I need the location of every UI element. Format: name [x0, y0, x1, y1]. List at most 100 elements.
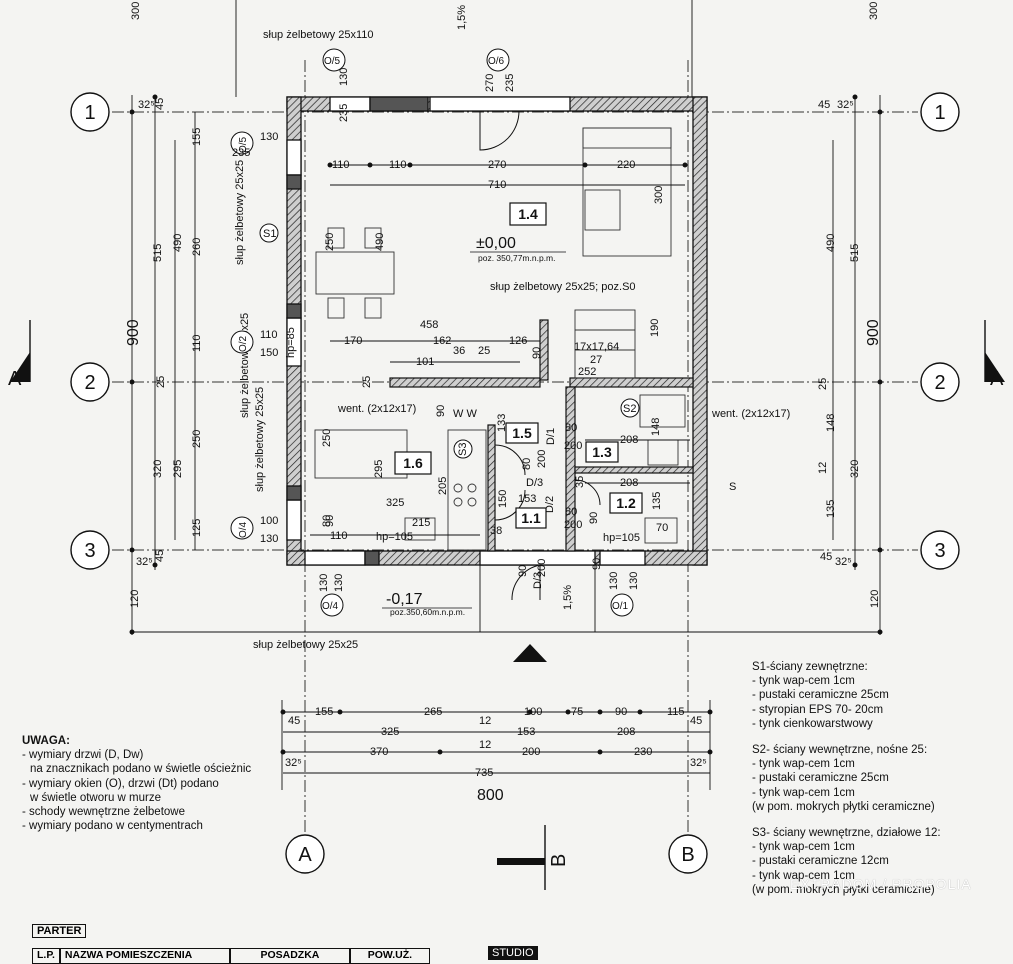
dim-in-200b: 200: [536, 450, 548, 468]
dim-right-900: 900: [865, 319, 882, 346]
label-stairs-n: 27: [590, 354, 602, 366]
dim-in-80a: 80: [565, 422, 577, 434]
label-column-mid: słup żelbetowy 25x25; poz.S0: [490, 281, 636, 293]
wall-s1-item: - tynk wap-cem 1cm: [752, 675, 855, 688]
dim-b-230: 230: [634, 746, 652, 758]
label-column-left1: słup żelbetowy 25x25: [234, 160, 246, 265]
dim-b-45: 45: [288, 715, 300, 727]
svg-text:B: B: [548, 854, 570, 867]
label-s-mark: S: [729, 481, 736, 493]
dim-in-25b: 25: [361, 376, 373, 388]
label-column-left3: słup żelbetowy 25x25: [254, 387, 266, 492]
wall-s2-item: (w pom. mokrych płytki ceramiczne): [752, 800, 935, 813]
axis-label-3-left: 3: [84, 540, 95, 562]
dim-right-490: 490: [825, 234, 837, 252]
wall-s1-item: - pustaki ceramiczne 25cm: [752, 689, 889, 702]
dim-b-735: 735: [475, 767, 493, 779]
dim-o6-h: 235: [504, 74, 516, 92]
level-marks: ±0,00 poz. 350,77m.n.p.m. -0,17 poz.350,…: [382, 235, 566, 617]
label-column-bottom: słup żelbetowy 25x25: [253, 639, 358, 651]
dim-in-80d: 80: [565, 506, 577, 518]
dim-o4a-h: 130: [260, 533, 278, 545]
dim-o2-h: 150: [260, 347, 278, 359]
dim-top-300-left: 300: [130, 2, 142, 20]
room-labels: [394, 202, 643, 529]
dim-o2-w: 110: [260, 329, 278, 341]
note-item: - wymiary podano w centymentrach: [22, 820, 203, 833]
opening-d3-inner: D/3: [526, 477, 543, 489]
dim-top-300-right: 300: [868, 2, 880, 20]
entrance-arrow-icon: [513, 644, 547, 662]
dim-b-115: 115: [667, 706, 685, 718]
label-stairs: 17x17,64: [574, 341, 619, 353]
dim-in-710: 710: [488, 179, 506, 191]
opening-d2: D/2: [544, 496, 556, 513]
dim-left-45b: 45: [154, 550, 166, 562]
wall-s2-item: - pustaki ceramiczne 25cm: [752, 772, 889, 785]
svg-text:A: A: [8, 368, 22, 390]
dim-o1-d: 90: [591, 558, 603, 570]
wall-specs: S1-ściany zewnętrzne: - tynk wap-cem 1cm…: [752, 660, 941, 897]
dim-in-490: 490: [374, 233, 386, 251]
dim-in-90a: 90: [531, 347, 543, 359]
table-col-area: POW.UŻ.: [349, 948, 430, 964]
axis-label-a: A: [298, 844, 312, 866]
wall-s3-item: - tynk wap-cem 1cm: [752, 841, 855, 854]
dim-left-110: 110: [191, 334, 203, 352]
opening-tags: [230, 48, 634, 617]
dim-b-200: 200: [522, 746, 540, 758]
dim-right-45: 45: [818, 99, 830, 111]
dim-o4b-h: 130: [333, 574, 345, 592]
notes-block: UWAGA: - wymiary drzwi (D, Dw) na znaczn…: [22, 734, 251, 833]
dim-right-135: 135: [825, 500, 837, 518]
dim-b-325: 325: [381, 726, 399, 738]
label-hp2: hp=105: [376, 531, 413, 543]
dim-b-12b: 12: [479, 739, 491, 751]
furniture: [314, 127, 686, 551]
dim-b-100: 100: [524, 706, 542, 718]
dim-in-80b: 80: [521, 458, 533, 470]
dim-o1-h: 130: [628, 572, 640, 590]
dim-in-133: 133: [496, 414, 508, 432]
dim-in-38: 38: [490, 525, 502, 537]
opening-o6: O/6: [488, 56, 505, 67]
dim-right-25: 25: [817, 378, 829, 390]
dim-left-155: 155: [191, 128, 203, 146]
room-table-title: PARTER: [32, 924, 87, 938]
dim-o1-w: 130: [608, 572, 620, 590]
dim-in-36: 36: [453, 345, 465, 357]
wall-s1-title: S1-ściany zewnętrzne:: [752, 661, 868, 673]
dim-in-35: 35: [574, 476, 586, 488]
dim-in-70: 70: [656, 522, 668, 534]
dim-left-515: 515: [152, 244, 164, 262]
opening-o1: O/1: [612, 601, 629, 612]
room-1-5: 1.5: [512, 425, 532, 441]
wall-s1-item: - styropian EPS 70- 20cm: [752, 703, 884, 716]
dim-in-110b: 110: [389, 159, 407, 171]
label-s1: S1: [263, 228, 276, 240]
dim-b-370: 370: [370, 746, 388, 758]
dim-o4b-w: 130: [318, 574, 330, 592]
dim-in-153: 153: [518, 493, 536, 505]
wall-s1-item: - tynk cienkowarstwowy: [752, 717, 873, 730]
wall-s2-item: - tynk wap-cem 1cm: [752, 758, 855, 771]
dim-o4a-w: 100: [260, 515, 278, 527]
dim-in-90c: 90: [588, 512, 600, 524]
dim-in-270: 270: [488, 159, 506, 171]
wall-s2-item: - tynk wap-cem 1cm: [752, 786, 855, 799]
table-title: PARTER: [32, 924, 87, 938]
dim-b-153: 153: [517, 726, 535, 738]
exterior-walls: [286, 96, 708, 566]
table-col-name: NAZWA POMIESZCZENIA: [59, 948, 230, 964]
dim-left-32: 32⁵: [138, 99, 155, 111]
label-s2: S2: [623, 403, 636, 415]
opening-o4-bottom: O/4: [322, 601, 339, 612]
dim-in-126: 126: [509, 335, 527, 347]
wall-s3-item: - pustaki ceramiczne 12cm: [752, 855, 889, 868]
dim-b-208: 208: [617, 726, 635, 738]
dim-left-25: 25: [155, 376, 167, 388]
label-slope-bottom: 1,5%: [562, 585, 574, 610]
dimension-lines: [130, 0, 881, 790]
dim-left-295: 295: [172, 460, 184, 478]
note-item: - wymiary drzwi (D, Dw): [22, 749, 144, 762]
